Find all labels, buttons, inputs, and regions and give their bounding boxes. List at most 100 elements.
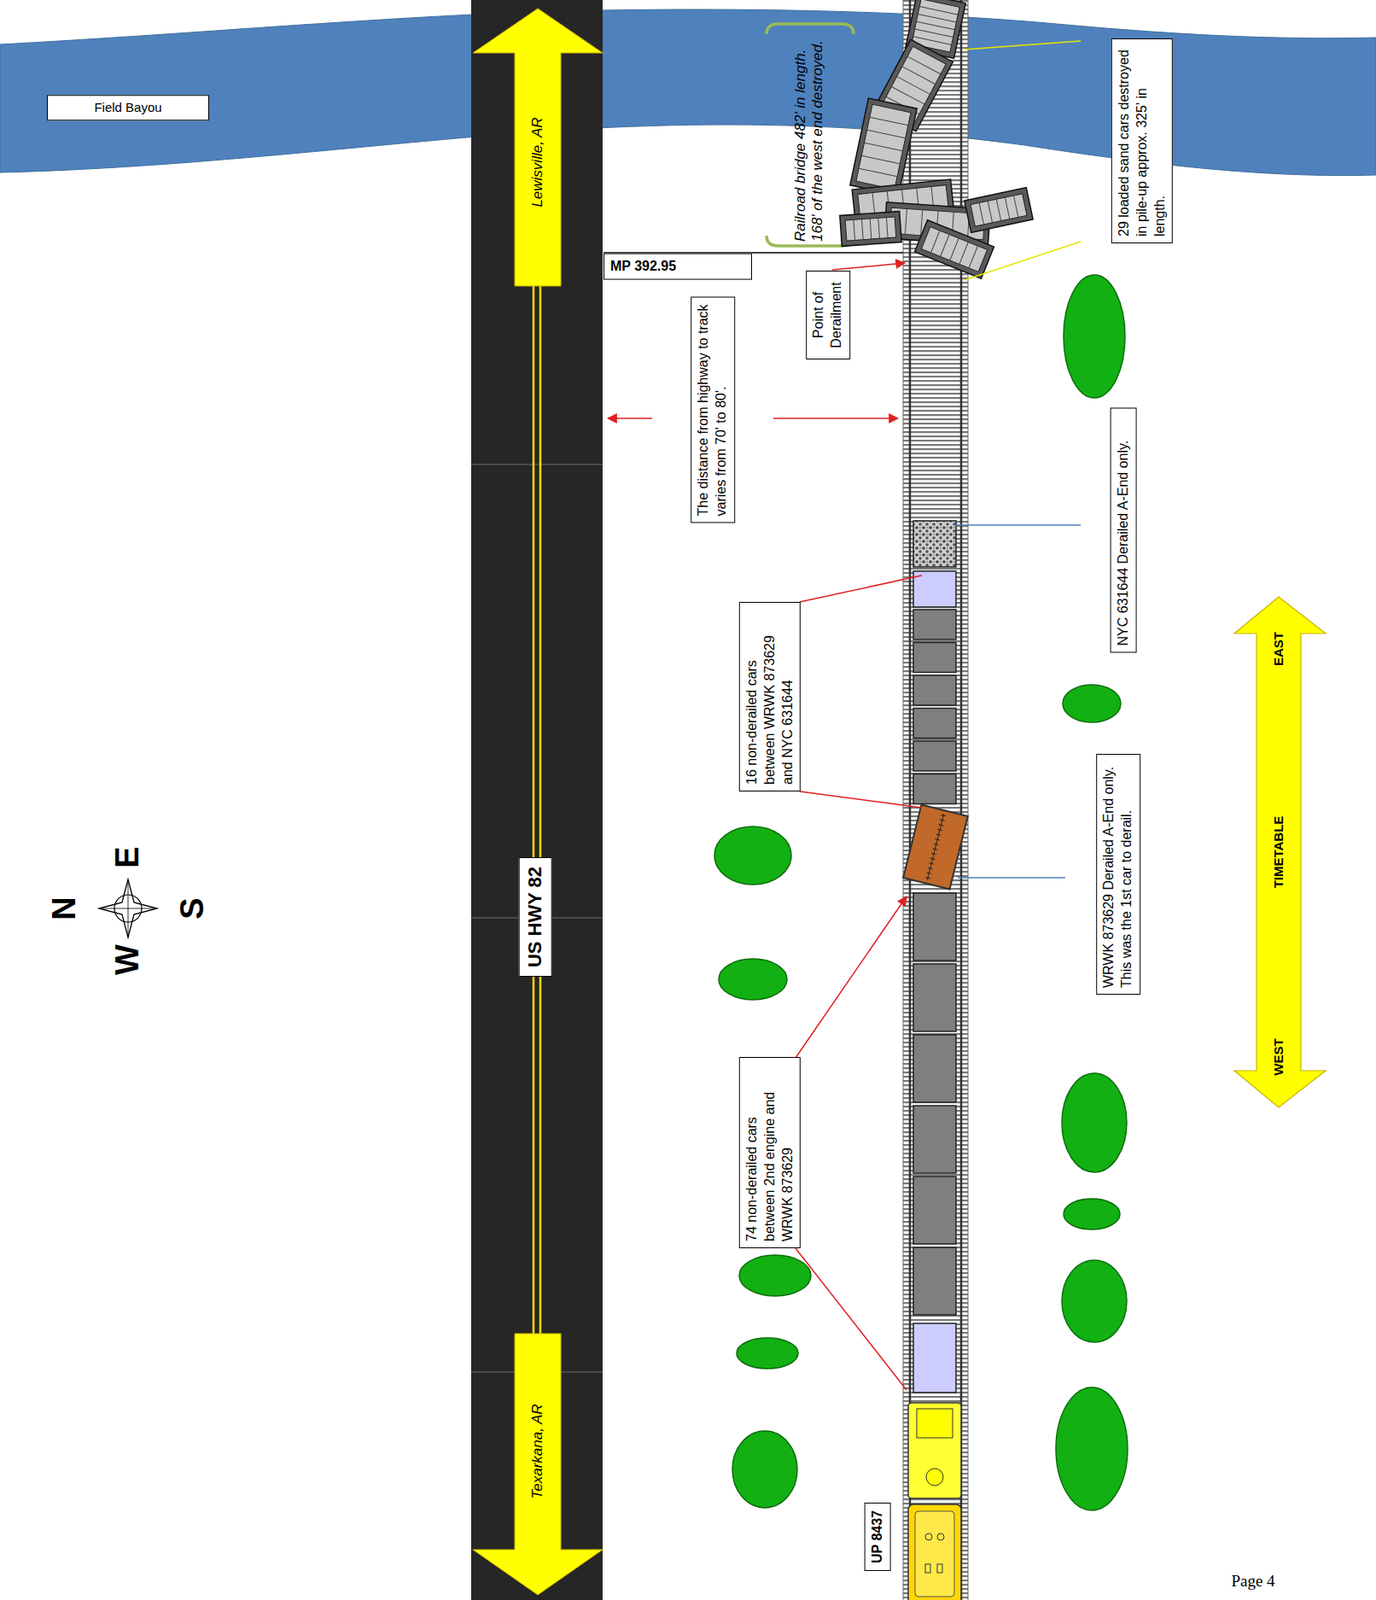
destination-label: Lewisville, AR	[529, 116, 547, 207]
direction-arrow	[472, 1333, 603, 1595]
wrecked-car	[959, 242, 968, 265]
locomotive	[925, 1533, 933, 1540]
locomotive	[908, 1504, 962, 1600]
wrecked-car	[864, 142, 904, 152]
leader-line	[607, 417, 653, 420]
rail-car	[913, 520, 957, 567]
highway-sign: US HWY 82	[518, 857, 553, 977]
box-text: 74 non-derailed cars between 2nd engine …	[743, 1063, 797, 1242]
train	[903, 520, 968, 1600]
tree	[1055, 1387, 1128, 1511]
wrecked-car	[850, 98, 917, 196]
rail-car	[913, 642, 957, 673]
wrecked-car	[891, 86, 925, 105]
locomotive	[916, 1408, 953, 1438]
leader-line	[832, 262, 905, 270]
callout-box: 29 loaded sand cars destroyed in pile-up…	[1111, 38, 1173, 244]
derailed-car	[927, 813, 944, 881]
direction-arrow	[472, 8, 603, 286]
highway	[471, 0, 603, 1600]
locomotive	[937, 1533, 945, 1540]
wrecked-car	[907, 56, 941, 75]
callout-box: The distance from highway to track varie…	[690, 297, 735, 524]
wrecked-car	[886, 217, 888, 239]
wrecked-car	[878, 217, 881, 239]
rail-car	[913, 609, 957, 640]
destination-label: Texarkana, AR	[529, 1403, 547, 1499]
callout-box: WRWK 873629 Derailed A-End only. This wa…	[1096, 753, 1141, 995]
rail-car	[913, 774, 957, 805]
wrecked-car	[839, 211, 902, 247]
compass-rose	[99, 879, 158, 938]
rail-car	[913, 1034, 957, 1102]
wrecked-car	[964, 187, 1033, 234]
wrecked-car	[869, 116, 909, 126]
leader-line	[964, 241, 1081, 280]
locomotive	[926, 1468, 944, 1486]
locomotive	[915, 1510, 955, 1597]
wrecked-car	[950, 238, 959, 261]
tree	[714, 826, 792, 885]
tree	[736, 1337, 799, 1369]
locomotive-number: UP 8437	[864, 1502, 892, 1571]
rail-car	[913, 1105, 957, 1173]
wrecked-car	[858, 168, 898, 177]
tree	[1061, 1259, 1127, 1342]
compass-letter: N	[45, 896, 85, 920]
wrecked-car	[850, 98, 917, 196]
leader-line	[964, 40, 1081, 50]
tree	[732, 1430, 798, 1508]
timetable-arrow	[1234, 596, 1326, 1108]
box-text: UP 8437	[868, 1509, 887, 1564]
locomotive	[908, 1504, 962, 1600]
tree	[714, 274, 1128, 1511]
wrecked-car	[869, 218, 872, 240]
rail-car	[913, 1323, 957, 1393]
leader-line	[795, 896, 907, 1058]
callout-box: Point of Derailment	[805, 270, 851, 360]
highway	[471, 463, 603, 466]
bridge-note: Railroad bridge 482' in length. 168' of …	[792, 28, 828, 242]
wrecked-car	[915, 220, 995, 280]
compass-rose	[99, 879, 158, 938]
box-text: The distance from highway to track varie…	[694, 303, 731, 517]
callout-box: 16 non-derailed cars between WRWK 873629…	[739, 601, 801, 792]
locomotive	[908, 1402, 962, 1499]
compass-letter: E	[108, 845, 148, 868]
highway	[539, 281, 543, 1341]
wrecked-car	[1004, 197, 1009, 219]
leader-line	[954, 524, 1081, 526]
leader-line	[603, 40, 1081, 1390]
rail-car	[913, 1176, 957, 1244]
leader-line	[799, 575, 922, 602]
direction-label: WEST	[1271, 1037, 1287, 1075]
locomotive	[925, 1563, 931, 1573]
locomotive	[908, 1402, 962, 1499]
rail-car	[913, 892, 957, 961]
compass-letter: W	[108, 944, 148, 975]
rail-car	[913, 675, 957, 706]
page-number: Page 4	[1230, 1571, 1275, 1592]
direction-label: EAST	[1271, 631, 1287, 666]
leader-line	[957, 876, 1066, 879]
box-text: NYC 631644 Derailed A-End only.	[1114, 414, 1133, 647]
wrecked-car	[979, 203, 984, 225]
bridge-bracket	[766, 23, 854, 246]
callout-box: 74 non-derailed cars between 2nd engine …	[739, 1056, 801, 1248]
wrecked-car	[919, 6, 958, 16]
rail-car	[913, 740, 957, 771]
wrecked-car	[861, 155, 900, 164]
compass-rose	[99, 879, 158, 938]
wrecked-car	[897, 76, 931, 95]
tree	[739, 1254, 811, 1296]
wrecked-car	[1014, 195, 1019, 217]
wrecked-car	[915, 29, 954, 38]
box-text: 29 loaded sand cars destroyed in pile-up…	[1115, 45, 1169, 237]
wrecked-car	[853, 219, 856, 240]
tree	[1063, 274, 1126, 398]
tree	[1063, 1198, 1120, 1230]
wrecked-car	[867, 129, 906, 139]
wrecked-car	[987, 200, 992, 222]
tree	[1062, 684, 1121, 723]
railroad-track	[903, 0, 904, 1600]
